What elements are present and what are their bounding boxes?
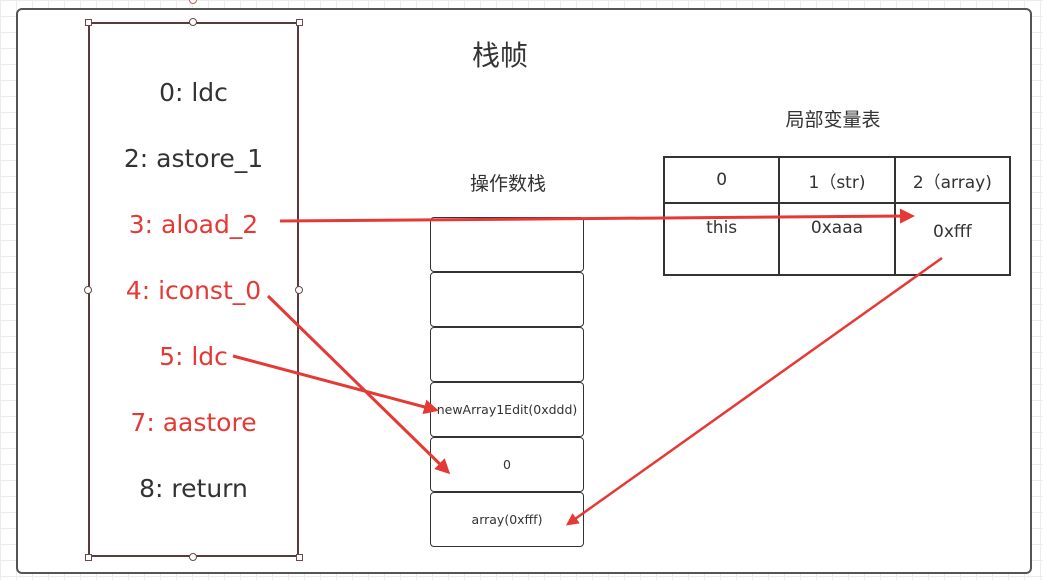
resize-handle-left[interactable]	[84, 286, 92, 294]
instruction-5: 7: aastore	[130, 408, 257, 437]
local-vars-table: 0 1（str) 2（array) this 0xaaa 0xfff	[662, 156, 1012, 276]
resize-handle-bottom-right[interactable]	[296, 554, 303, 561]
resize-handle-right[interactable]	[295, 286, 303, 294]
resize-handle-top[interactable]	[189, 18, 197, 26]
resize-handle-bottom-left[interactable]	[85, 554, 92, 561]
stack-cell: array(0xfff)	[430, 492, 584, 547]
local-var-index: 2（array)	[893, 156, 1012, 204]
stack-cell: 0	[430, 437, 584, 492]
arrow-aload-to-slot2	[279, 208, 915, 224]
stack-cell	[430, 272, 584, 327]
resize-handle-top-left[interactable]	[85, 19, 92, 26]
local-var-value: this	[662, 202, 781, 276]
instruction-2: 3: aload_2	[128, 210, 259, 239]
arrow-slot2-to-stack	[565, 256, 943, 526]
arrow-ldc-to-stack	[232, 354, 439, 415]
local-var-index: 0	[662, 156, 781, 204]
resize-handle-top-right[interactable]	[296, 19, 303, 26]
stack-cell: newArray1Edit(0xddd)	[430, 382, 584, 437]
operand-stack-label: 操作数栈	[469, 173, 546, 195]
instruction-6: 8: return	[139, 474, 248, 503]
instruction-3: 4: iconst_0	[125, 276, 262, 305]
arrow-iconst-to-stack	[266, 294, 451, 475]
local-var-index: 1（str)	[778, 156, 896, 204]
stack-frame-title: 栈帧	[471, 39, 528, 72]
instruction-0: 0: ldc	[159, 78, 228, 107]
local-var-value: 0xaaa	[778, 202, 896, 276]
resize-handle-bottom[interactable]	[189, 553, 197, 561]
stack-cell	[430, 327, 584, 382]
instruction-1: 2: astore_1	[123, 144, 264, 173]
local-vars-label: 局部变量表	[785, 109, 881, 131]
instruction-4: 5: ldc	[159, 342, 228, 371]
stack-cell	[430, 217, 584, 272]
